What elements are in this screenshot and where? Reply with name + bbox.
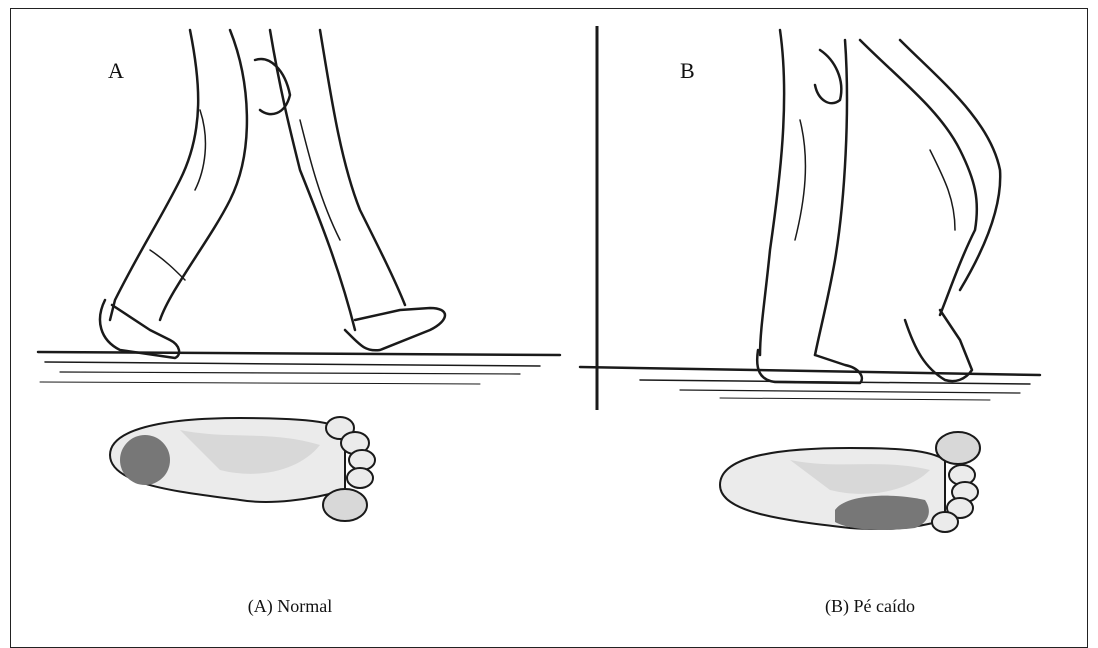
- sole-normal: [110, 417, 375, 521]
- walker-normal: [100, 30, 445, 358]
- pressure-zone-forefoot: [835, 496, 929, 530]
- caption-normal: (A) Normal: [140, 596, 440, 617]
- caption-foot-drop: (B) Pé caído: [720, 596, 1020, 617]
- panel-a-letter: A: [108, 58, 124, 84]
- ground-normal: [38, 352, 560, 384]
- pressure-zone-heel: [120, 435, 170, 485]
- panel-b-letter: B: [680, 58, 695, 84]
- walker-foot-drop: [757, 30, 1000, 383]
- sole-foot-drop: [720, 432, 980, 532]
